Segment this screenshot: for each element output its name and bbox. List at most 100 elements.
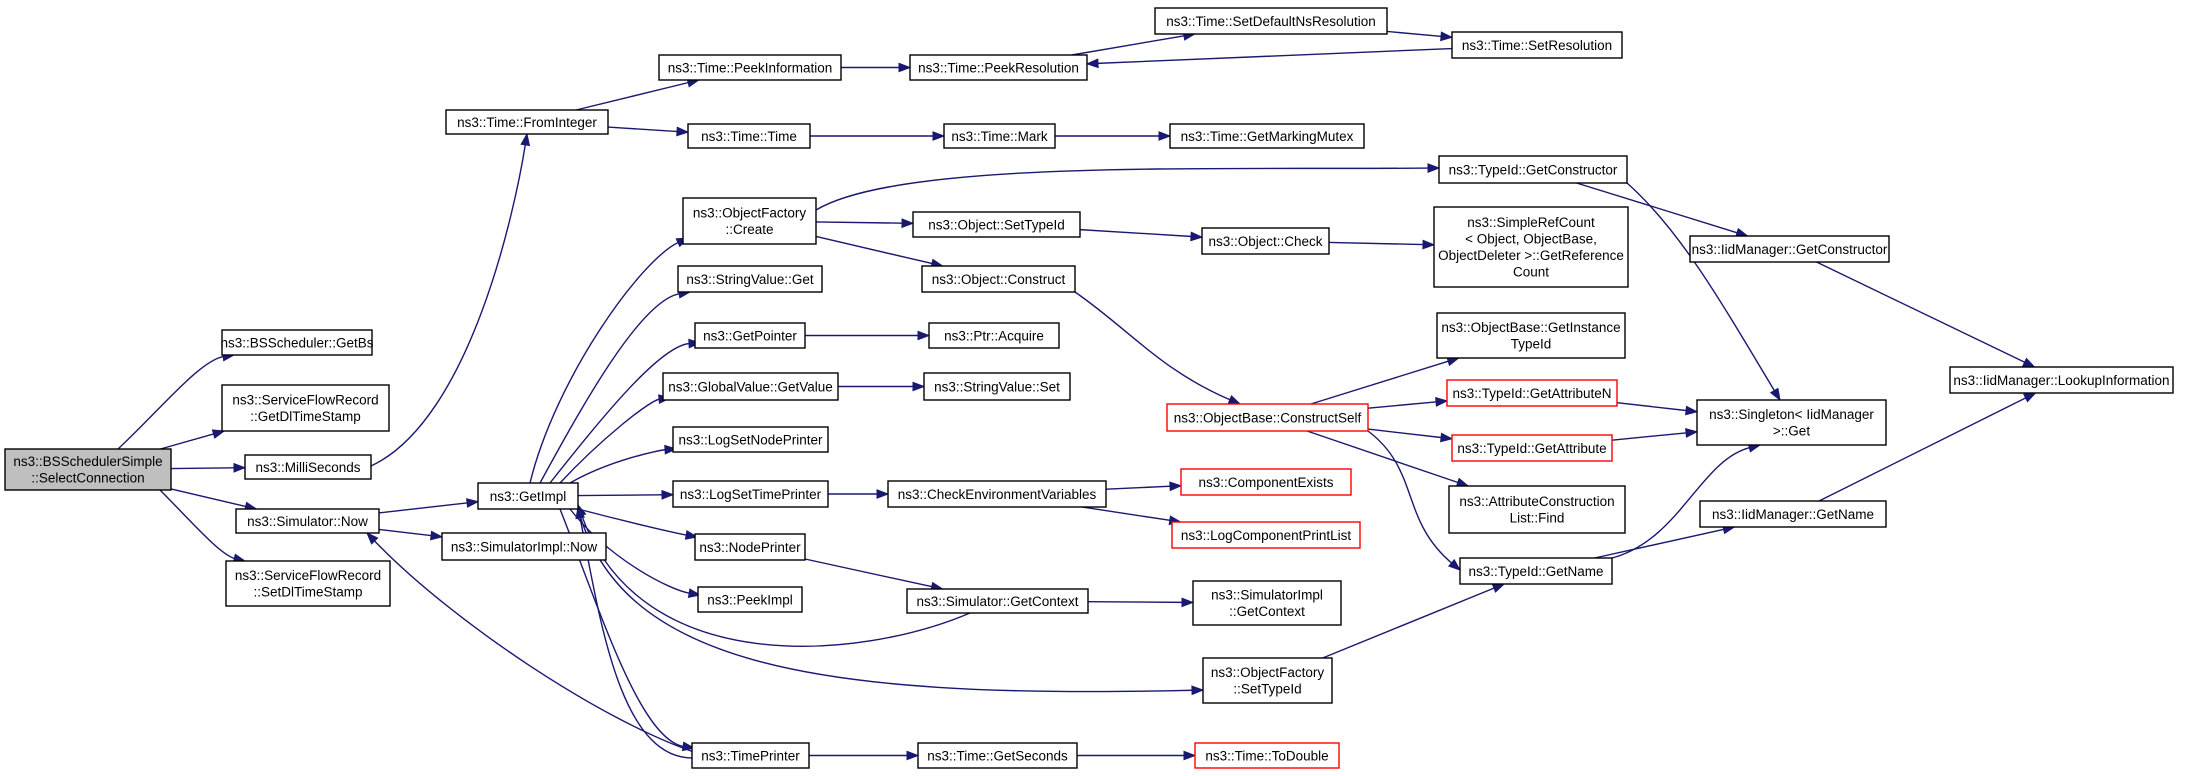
node-box [244,454,372,480]
call-edge-tidgetctor-to-singleton [1626,182,1781,402]
function-node-ptracquire[interactable]: ns3::Ptr::Acquire [928,322,1060,349]
node-box [1202,657,1333,704]
function-node-ms[interactable]: ns3::MilliSeconds [244,454,372,480]
node-box [1433,206,1629,288]
function-node-lsnp[interactable]: ns3::LogSetNodePrinter [672,426,829,453]
arrowhead [1455,477,1470,487]
node-box [694,533,806,561]
node-box [1699,500,1887,528]
function-node-getptr[interactable]: ns3::GetPointer [694,322,806,349]
arrowhead [917,330,931,341]
function-node-getmm[interactable]: ns3::Time::GetMarkingMutex [1169,123,1365,149]
function-node-iidgetname[interactable]: ns3::IidManager::GetName [1699,500,1887,528]
node-label: ObjectDeleter >::GetReference [1438,248,1624,263]
arrowhead [1085,58,1099,69]
node-box [682,197,817,245]
node-label: Count [1513,265,1549,280]
function-node-logcpl[interactable]: ns3::LogComponentPrintList [1171,521,1361,549]
function-node-getimpl[interactable]: ns3::GetImpl [477,482,579,510]
function-node-getbs[interactable]: ns3::BSScheduler::GetBs [220,329,374,356]
call-edge-timeprinter-to-simnow [366,531,695,753]
function-node-nodeprinter[interactable]: ns3::NodePrinter [694,533,806,561]
function-node-objconstruct[interactable]: ns3::Object::Construct [921,265,1076,293]
function-node-sfr_setdl[interactable]: ns3::ServiceFlowRecord::SetDlTimeStamp [225,560,391,607]
call-edge-lstp-to-checkenv [828,489,890,499]
function-node-setres[interactable]: ns3::Time::SetResolution [1451,31,1623,59]
function-node-setdefns[interactable]: ns3::Time::SetDefaultNsResolution [1154,7,1388,35]
function-node-sfr_getdl[interactable]: ns3::ServiceFlowRecord::GetDlTimeStamp [221,384,390,432]
node-label: ns3::TimePrinter [701,748,800,763]
node-label: ns3::GetImpl [490,489,567,504]
node-label: ns3::PeekImpl [707,592,793,607]
function-node-ofsettid[interactable]: ns3::ObjectFactory::SetTypeId [1202,657,1333,704]
function-node-objsettid[interactable]: ns3::Object::SetTypeId [912,211,1081,238]
function-node-timetime[interactable]: ns3::Time::Time [687,123,811,149]
function-node-gvget[interactable]: ns3::GlobalValue::GetValue [662,372,839,401]
node-label: ns3::Object::SetTypeId [928,217,1065,232]
function-node-peekinfo[interactable]: ns3::Time::PeekInformation [658,54,842,81]
call-edges [117,30,2037,761]
function-node-todouble[interactable]: ns3::Time::ToDouble [1194,742,1340,769]
call-edge-ms-to-fromint [370,132,531,467]
node-label: ns3::ComponentExists [1198,475,1333,490]
function-node-peekimpl[interactable]: ns3::PeekImpl [697,586,803,613]
call-edge-objconstruct-to-obconstructself [1074,291,1242,405]
node-box [923,372,1071,401]
call-edge-ofcreate-to-objconstruct [815,235,945,269]
node-label: ns3::ObjectFactory [1211,665,1325,680]
arrowhead [901,218,915,229]
call-edge-iidgetctor-to-iidlookup [1816,261,2036,368]
node-label: ns3::NodePrinter [699,540,801,555]
function-node-objcheck[interactable]: ns3::Object::Check [1201,227,1330,255]
function-node-checkenv[interactable]: ns3::CheckEnvironmentVariables [887,480,1107,508]
node-box [662,372,839,401]
function-node-compexists[interactable]: ns3::ComponentExists [1180,468,1352,496]
node-box [906,588,1089,614]
function-node-tidgetctor[interactable]: ns3::TypeId::GetConstructor [1438,155,1628,184]
function-node-srcgetref[interactable]: ns3::SimpleRefCount< Object, ObjectBase,… [1433,206,1629,288]
call-edge-simnow-to-simimplnow [378,528,444,541]
call-edge-getimpl-to-peekimpl [569,508,702,598]
function-node-mark[interactable]: ns3::Time::Mark [943,123,1056,149]
call-edge-bsss-to-sfr_setdl [159,489,247,564]
node-label: ns3::LogComponentPrintList [1181,528,1352,543]
arrowhead [1448,558,1462,571]
node-box [1451,31,1623,59]
function-node-tidgetattrn[interactable]: ns3::TypeId::GetAttributeN [1446,379,1618,407]
function-node-iidgetctor[interactable]: ns3::IidManager::GetConstructor [1689,235,1890,263]
node-label: ns3::AttributeConstruction [1459,494,1614,509]
call-edge-getptr-to-ptracquire [805,330,931,341]
function-node-simimplgetctx[interactable]: ns3::SimulatorImpl::GetContext [1192,580,1342,626]
node-box [921,265,1076,293]
function-node-tidgetname[interactable]: ns3::TypeId::GetName [1459,557,1613,585]
function-node-singleton[interactable]: ns3::Singleton< IidManager >::Get [1696,399,1887,446]
node-box [672,480,829,508]
function-node-simimplnow[interactable]: ns3::SimulatorImpl::Now [441,532,607,561]
call-edge-peekinfo-to-peekres [841,62,912,73]
call-edge-setdefns-to-setres [1386,30,1454,42]
function-node-iidlookup[interactable]: ns3::IidManager::LookupInformation [1949,366,2174,394]
function-node-timeprinter[interactable]: ns3::TimePrinter [691,742,810,769]
node-label: ns3::Time::FromInteger [457,115,597,130]
function-node-obconstructself[interactable]: ns3::ObjectBase::ConstructSelf [1166,403,1369,432]
node-label: ns3::CheckEnvironmentVariables [898,487,1097,502]
node-box [912,211,1081,238]
function-node-simgetctx[interactable]: ns3::Simulator::GetContext [906,588,1089,614]
function-node-lstp[interactable]: ns3::LogSetTimePrinter [672,480,829,508]
function-node-simnow[interactable]: ns3::Simulator::Now [235,508,380,534]
function-node-ofcreate[interactable]: ns3::ObjectFactory::Create [682,197,817,245]
call-edge-peekres-to-setdefns [1071,31,1197,56]
function-node-svget[interactable]: ns3::StringValue::Get [677,265,823,293]
function-node-fromint[interactable]: ns3::Time::FromInteger [445,109,609,135]
function-node-timegetsec[interactable]: ns3::Time::GetSeconds [917,742,1078,769]
function-node-tidgetattr[interactable]: ns3::TypeId::GetAttribute [1451,434,1613,462]
function-node-peekres[interactable]: ns3::Time::PeekResolution [909,54,1088,81]
arrowhead [575,505,586,520]
node-box [928,322,1060,349]
call-edge-fromint-to-peekinfo [575,77,701,111]
call-edge-getimpl-to-ofcreate [529,237,690,484]
call-edge-setres-to-peekres [1085,47,1453,69]
function-node-svset[interactable]: ns3::StringValue::Set [923,372,1071,401]
